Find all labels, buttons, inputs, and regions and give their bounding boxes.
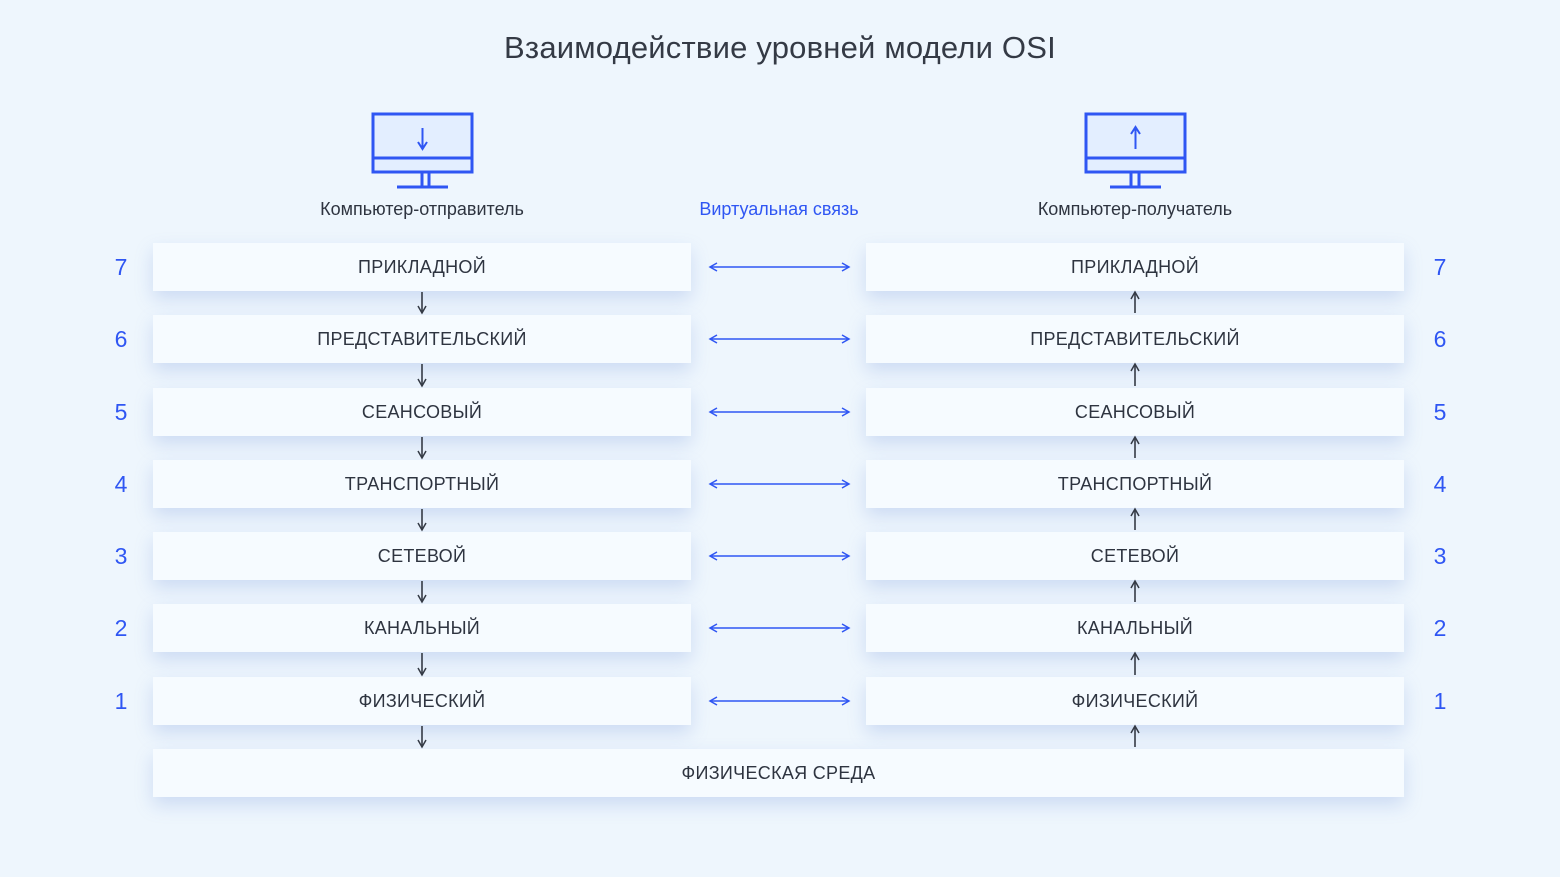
sender-layer-5: СЕАНСОВЫЙ — [153, 388, 691, 436]
layer-number-right-7: 7 — [1433, 254, 1447, 280]
layer-number-right-4: 4 — [1433, 471, 1447, 497]
receiver-layer-5: СЕАНСОВЫЙ — [866, 388, 1404, 436]
sender-layer-7: ПРИКЛАДНОЙ — [153, 243, 691, 291]
receiver-layer-7: ПРИКЛАДНОЙ — [866, 243, 1404, 291]
layer-number-right-1: 1 — [1433, 688, 1447, 714]
physical-medium: ФИЗИЧЕСКАЯ СРЕДА — [153, 749, 1404, 797]
sender-layer-6: ПРЕДСТАВИТЕЛЬСКИЙ — [153, 315, 691, 363]
layer-number-left-3: 3 — [114, 543, 128, 569]
sender-layer-1: ФИЗИЧЕСКИЙ — [153, 677, 691, 725]
layer-number-left-2: 2 — [114, 615, 128, 641]
virtual-link-arrows — [708, 262, 851, 706]
monitor-up-arrow-icon — [1084, 112, 1187, 189]
layer-number-left-7: 7 — [114, 254, 128, 280]
layer-number-left-4: 4 — [114, 471, 128, 497]
layer-number-left-5: 5 — [114, 399, 128, 425]
receiver-layer-3: СЕТЕВОЙ — [866, 532, 1404, 580]
diagram-title: Взаимодействие уровней модели OSI — [504, 30, 1056, 65]
virtual-link-label: Виртуальная связь — [699, 199, 859, 219]
sender-layer-3: СЕТЕВОЙ — [153, 532, 691, 580]
sender-layer-2: КАНАЛЬНЫЙ — [153, 604, 691, 652]
monitor-down-arrow-icon — [371, 112, 474, 189]
layer-number-right-5: 5 — [1433, 399, 1447, 425]
layer-number-right-6: 6 — [1433, 326, 1447, 352]
receiver-label: Компьютер-получатель — [1037, 199, 1233, 219]
receiver-layer-6: ПРЕДСТАВИТЕЛЬСКИЙ — [866, 315, 1404, 363]
sender-label: Компьютер-отправитель — [320, 199, 524, 219]
layer-number-right-2: 2 — [1433, 615, 1447, 641]
layer-number-right-3: 3 — [1433, 543, 1447, 569]
layer-number-left-6: 6 — [114, 326, 128, 352]
receiver-layer-1: ФИЗИЧЕСКИЙ — [866, 677, 1404, 725]
sender-layer-4: ТРАНСПОРТНЫЙ — [153, 460, 691, 508]
receiver-layer-4: ТРАНСПОРТНЫЙ — [866, 460, 1404, 508]
layer-number-left-1: 1 — [114, 688, 128, 714]
receiver-layer-2: КАНАЛЬНЫЙ — [866, 604, 1404, 652]
